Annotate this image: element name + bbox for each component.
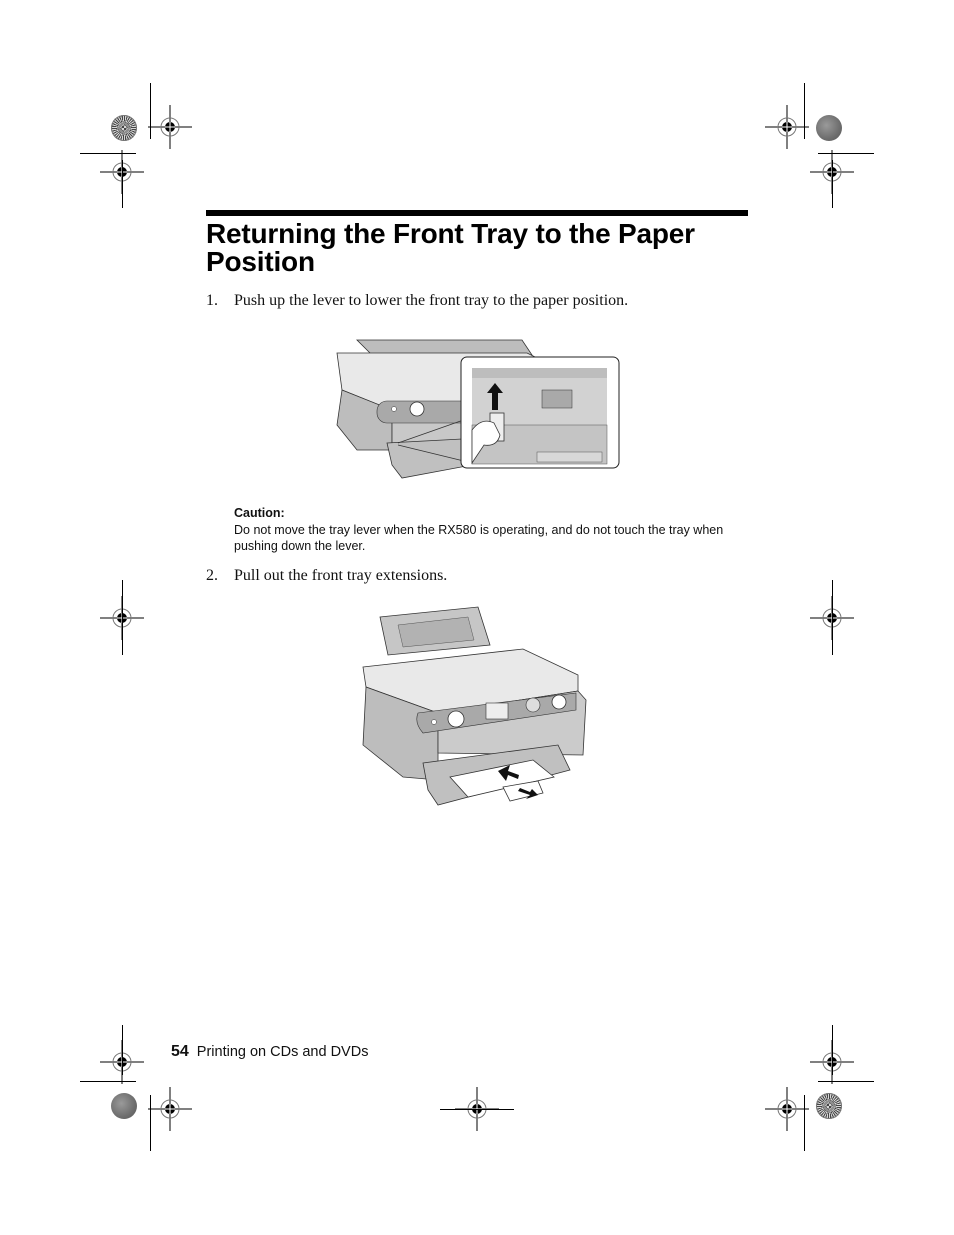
title-rule xyxy=(206,210,748,216)
crop-mark-line xyxy=(804,83,805,139)
crop-mark-line xyxy=(818,153,874,154)
pull-extensions-illustration xyxy=(362,606,587,806)
crop-mark-line xyxy=(80,153,136,154)
caution-note: Caution: Do not move the tray lever when… xyxy=(234,505,754,555)
color-rosette-icon xyxy=(111,1093,137,1119)
crop-mark-line xyxy=(832,580,833,655)
crop-mark-line xyxy=(832,1025,833,1075)
push-lever-illustration xyxy=(336,339,620,479)
color-rosette-icon xyxy=(816,115,842,141)
page-footer: 54 Printing on CDs and DVDs xyxy=(171,1043,368,1061)
color-rosette-icon xyxy=(816,1093,842,1119)
registration-target-icon xyxy=(765,1087,809,1131)
caution-label: Caution: xyxy=(234,506,285,520)
crop-mark-line xyxy=(804,1095,805,1151)
step-text: Push up the lever to lower the front tra… xyxy=(234,292,629,309)
step-1: 1. Push up the lever to lower the front t… xyxy=(206,291,628,311)
crop-mark-line xyxy=(818,1081,874,1082)
crop-mark-line xyxy=(440,1109,514,1110)
footer-section-title: Printing on CDs and DVDs xyxy=(196,1044,369,1060)
caution-text: Do not move the tray lever when the RX58… xyxy=(234,522,724,554)
page-number: 54 xyxy=(171,1043,189,1060)
crop-mark-line xyxy=(150,83,151,139)
registration-target-icon xyxy=(148,105,192,149)
step-number: 1. xyxy=(206,292,218,309)
page-title: Returning the Front Tray to the Paper Po… xyxy=(206,218,695,277)
step-2: 2. Pull out the front tray extensions. xyxy=(206,566,447,586)
registration-target-icon xyxy=(765,105,809,149)
color-rosette-icon xyxy=(111,115,137,141)
crop-mark-line xyxy=(122,1025,123,1075)
step-number: 2. xyxy=(206,567,218,584)
crop-mark-line xyxy=(832,160,833,208)
crop-mark-line xyxy=(150,1095,151,1151)
crop-mark-line xyxy=(122,160,123,208)
crop-mark-line xyxy=(80,1081,136,1082)
registration-target-icon xyxy=(148,1087,192,1131)
step-text: Pull out the front tray extensions. xyxy=(234,567,448,584)
crop-mark-line xyxy=(122,580,123,655)
